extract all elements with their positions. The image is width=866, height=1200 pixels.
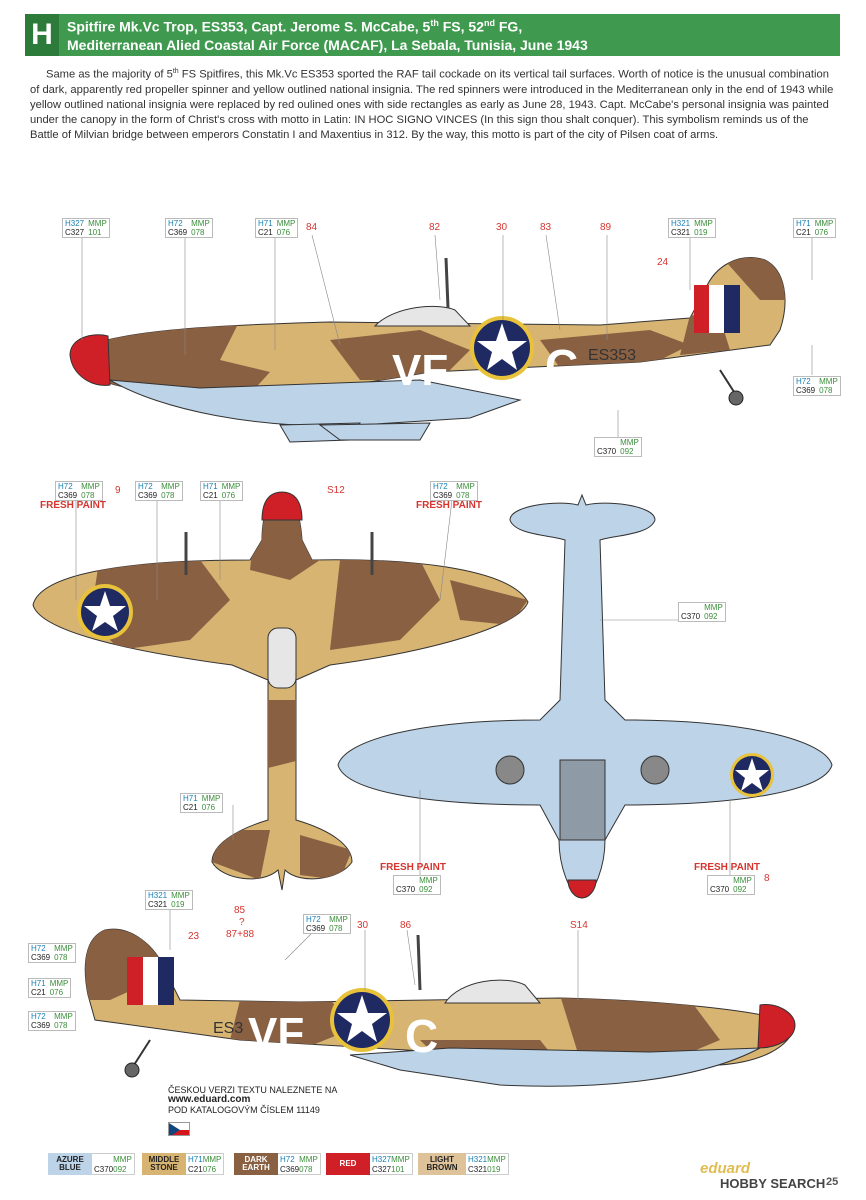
description-text: Same as the majority of 5th FS Spitfires… [30,68,834,141]
fresh-paint-label: FRESH PAINT [40,500,106,511]
callout-number: 89 [600,222,612,233]
swatch: AZURE BLUE [48,1153,92,1175]
wing-underside-top [109,379,522,427]
serial-top: ES353 [588,347,636,364]
canopy-top [373,305,472,327]
callout-number: 9 [115,485,121,496]
fresh-paint-label: FRESH PAINT [416,500,482,511]
code-letters-bottom: VF [248,1009,304,1058]
callout-number: 30 [496,222,508,233]
callout-number: 84 [306,222,318,233]
header-title-line1: Spitfire Mk.Vc Trop, ES353, Capt. Jerome… [67,18,523,35]
fresh-paint-label: FRESH PAINT [694,862,760,873]
individual-letter-bottom: C [405,1010,438,1062]
scheme-letter: H [25,14,59,56]
side-view-left: VF C ES353 [69,257,786,443]
swatch: LIGHT BROWN [418,1153,466,1175]
callout-number: 87+88 [226,929,255,940]
header-bar: H Spitfire Mk.Vc Trop, ES353, Capt. Jero… [25,14,840,56]
callout-number: 83 [540,222,552,233]
antenna-top [444,257,450,309]
callout-number: 23 [188,931,200,942]
callout-number: ? [239,917,245,928]
callout-number: 30 [357,920,369,931]
side-view-right: VF C ES3 [84,928,796,1087]
underside-view [337,493,833,899]
swatch: DARK EARTH [234,1153,278,1175]
cockpit-plan [267,627,297,689]
eduard-logo: eduard [700,1160,751,1177]
callout-number: 86 [400,920,412,931]
header-title-line2: Mediterranean Alied Coastal Air Force (M… [67,37,588,53]
swatch: RED [326,1153,370,1175]
callout-number: 82 [429,222,441,233]
callout-number: S12 [327,485,345,496]
callout-number: 85 [234,905,246,916]
czech-version-note: ČESKOU VERZI TEXTU NALEZNETE NA www.edua… [168,1085,338,1115]
page-number: 25 [826,1176,839,1188]
eduard-link[interactable]: www.eduard.com [168,1094,251,1105]
serial-bottom: ES3 [213,1020,243,1037]
callout-number: 24 [657,257,669,268]
czech-flag-icon [168,1122,190,1136]
plan-view-top [32,491,529,891]
watermark: HOBBY SEARCH [720,1176,826,1191]
callout-number: 8 [764,873,770,884]
individual-letter-top: C [545,340,578,392]
code-letters-top: VF [392,346,448,395]
spinner-top [69,334,111,386]
callout-number: S14 [570,920,588,931]
fresh-paint-label: FRESH PAINT [380,862,446,873]
swatch: MIDDLE STONE [142,1153,186,1175]
